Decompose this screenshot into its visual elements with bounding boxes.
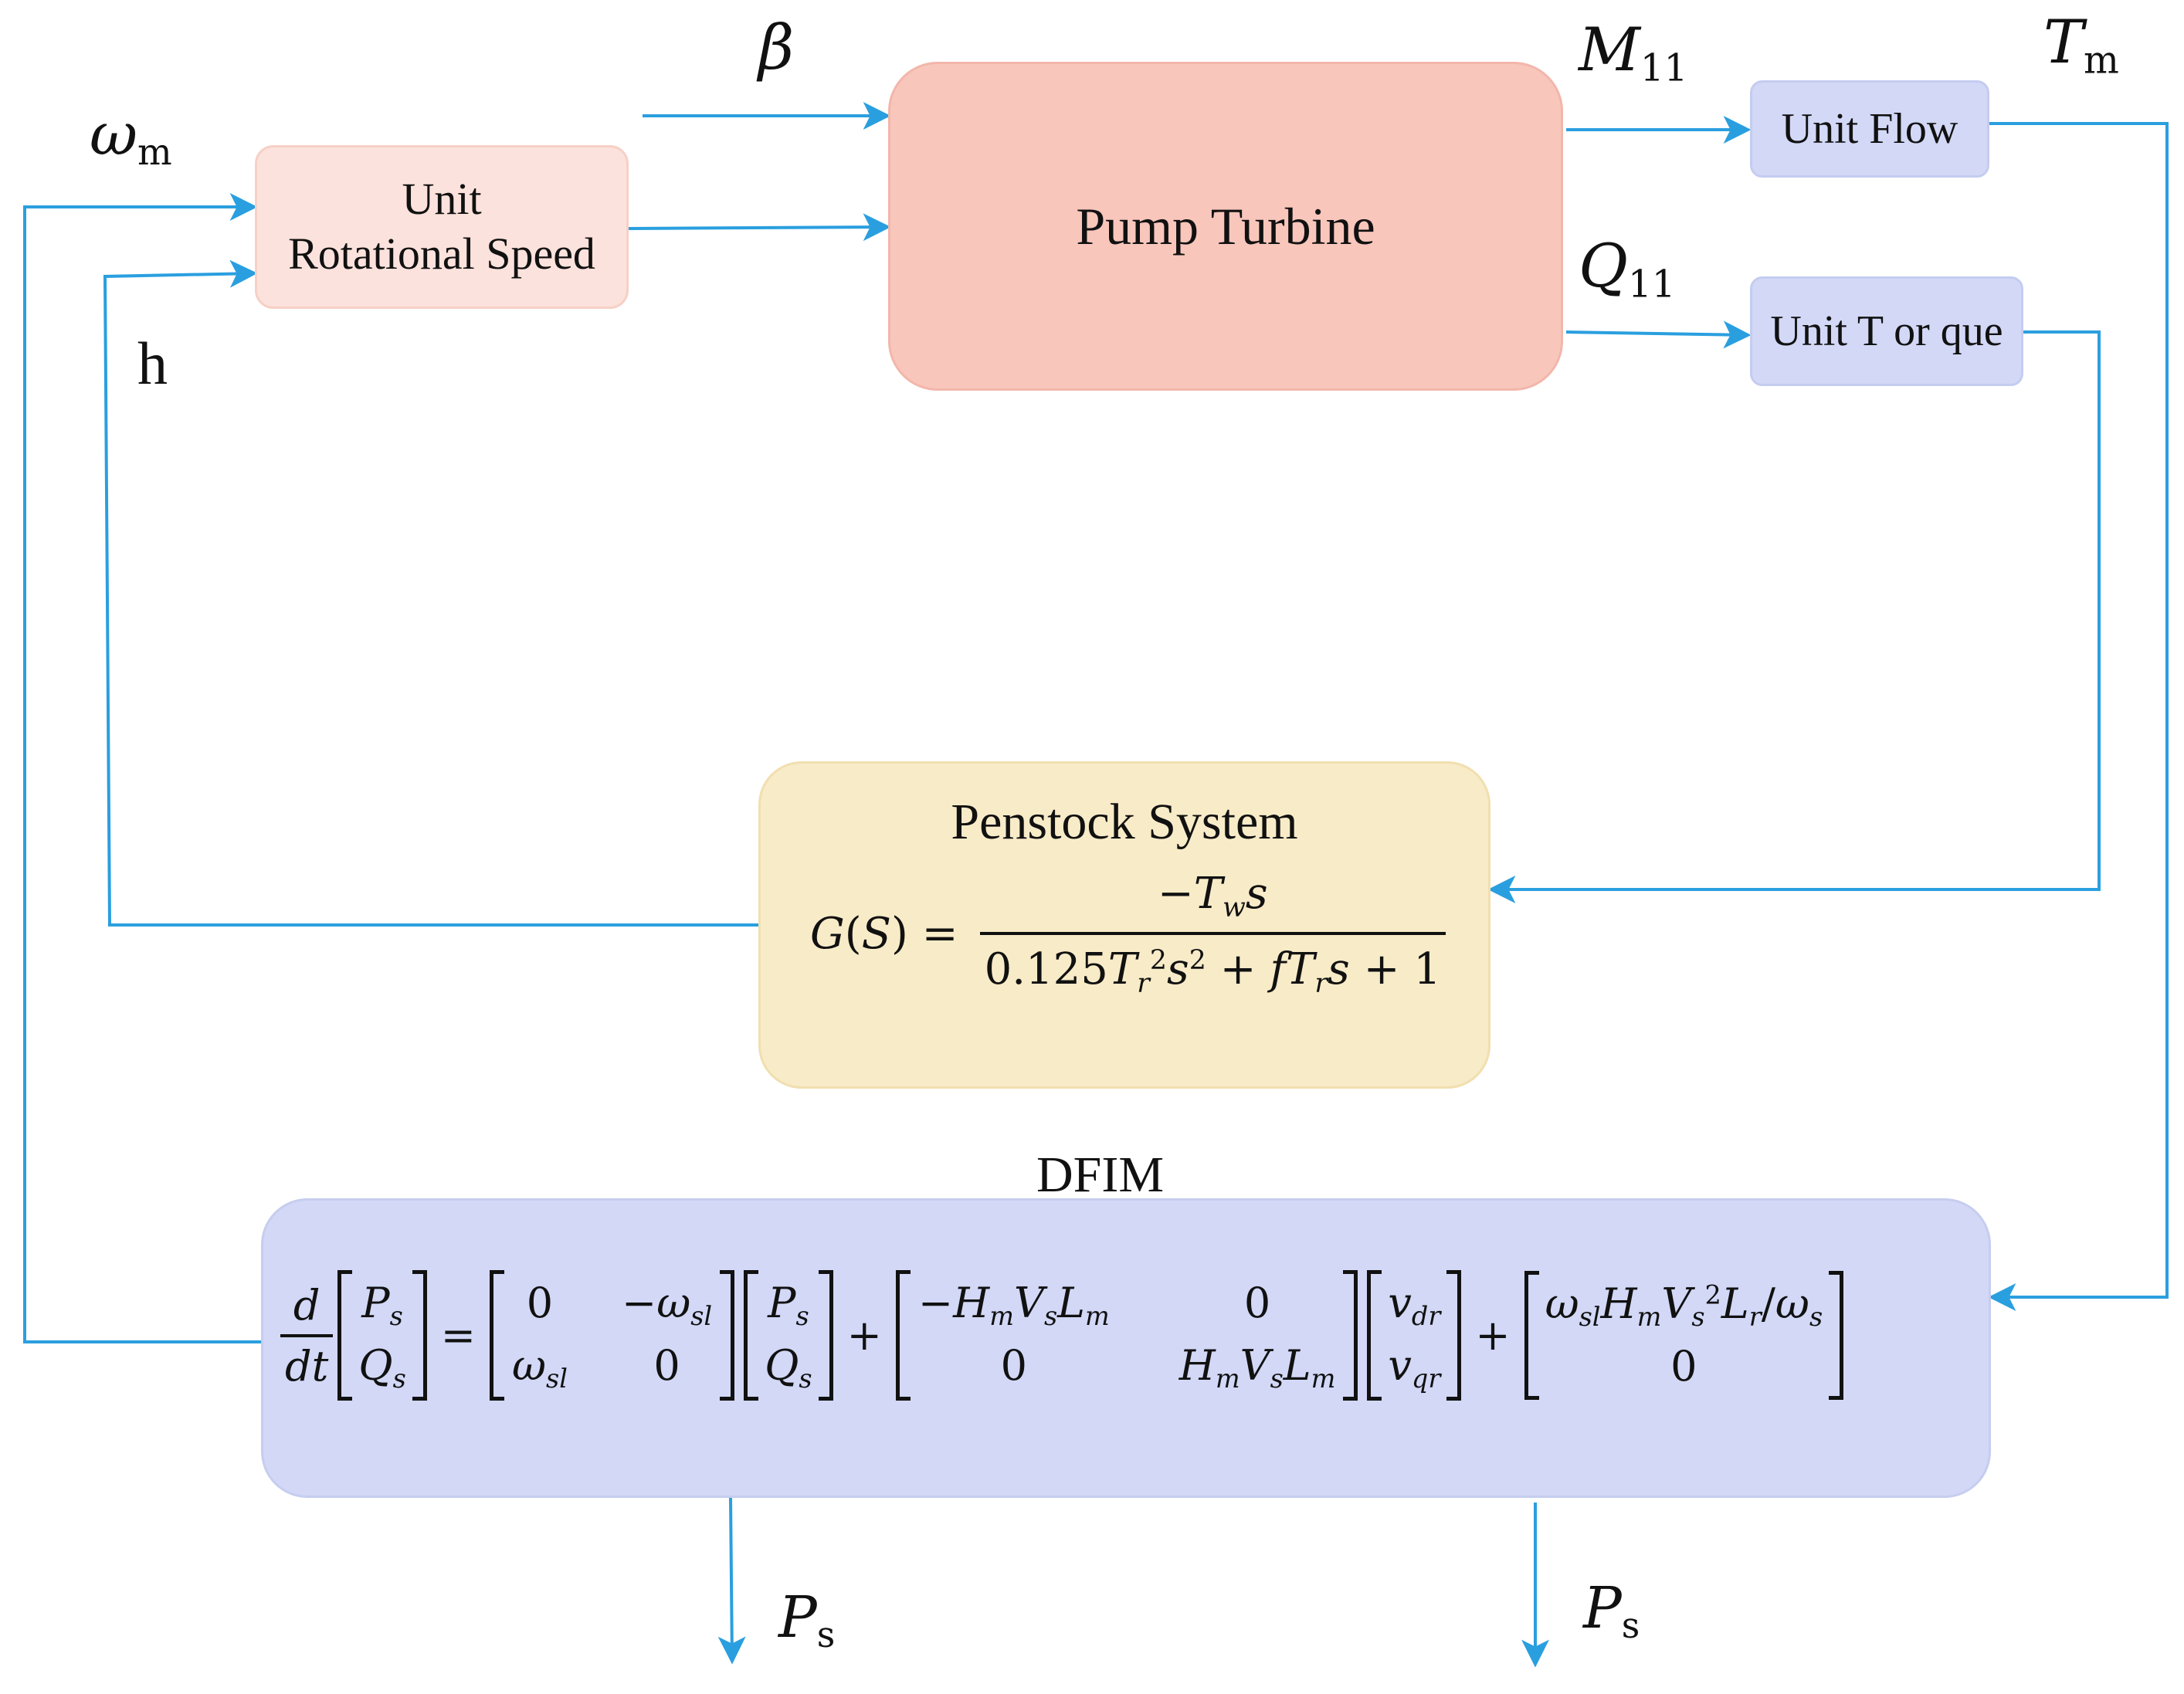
pump-turbine-block: Pump Turbine (888, 62, 1563, 391)
wire-ps-left (717, 1497, 746, 1665)
label-q11: Q11 (1579, 232, 1676, 307)
unit-torque-label: Unit T or que (1770, 307, 2003, 355)
penstock-system-block: Penstock System G(S) = −Tws 0.125Tr2s2 +… (758, 761, 1490, 1089)
tf-numerator: −Tws (1157, 869, 1268, 923)
label-m11: M11 (1579, 15, 1688, 90)
unit-speed-line1: Unit (402, 174, 482, 225)
label-ps-left: Ps (778, 1584, 836, 1655)
wire-speed-to-pump (628, 213, 891, 242)
label-omega-m: ωm (90, 100, 172, 174)
wire-tm (1988, 122, 2169, 1311)
unit-speed-line2: Rotational Speed (288, 229, 595, 279)
wire-torque-to-penstock (1487, 330, 2101, 903)
label-h: h (137, 330, 168, 397)
penstock-transfer-function: G(S) = −Tws 0.125Tr2s2 + fTrs + 1 (810, 869, 1446, 999)
wire-omega-feedback (23, 193, 261, 1343)
label-ps-right: Ps (1583, 1575, 1640, 1646)
tf-fraction: −Tws 0.125Tr2s2 + fTrs + 1 (979, 869, 1446, 999)
tf-denominator: 0.125Tr2s2 + fTrs + 1 (979, 932, 1446, 999)
label-beta: β (758, 12, 795, 83)
unit-flow-block: Unit Flow (1750, 80, 1989, 178)
unit-rotational-speed-block: Unit Rotational Speed (255, 145, 629, 309)
unit-flow-label: Unit Flow (1781, 105, 1958, 153)
pump-turbine-label: Pump Turbine (1076, 196, 1375, 256)
dfim-title: DFIM (1036, 1147, 1165, 1203)
tf-lhs: G(S) = (810, 908, 958, 959)
penstock-title: Penstock System (951, 794, 1298, 850)
dfim-derivative: d dt (280, 1281, 334, 1391)
wire-head-feedback (103, 259, 758, 927)
unit-torque-block: Unit T or que (1750, 276, 2023, 386)
wire-q11 (1565, 320, 1752, 349)
label-tm: Tm (2043, 8, 2119, 83)
